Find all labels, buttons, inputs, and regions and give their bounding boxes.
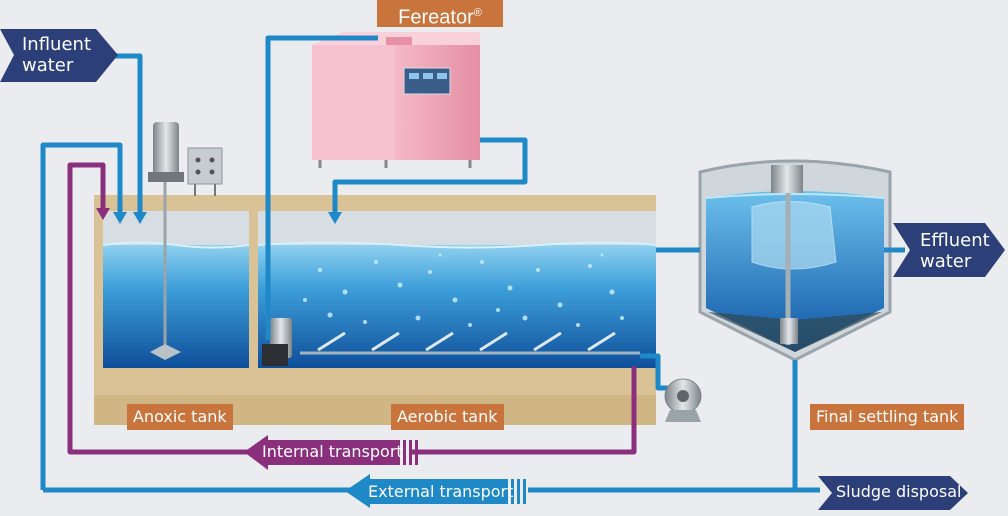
settling-tank-label: Final settling tank <box>810 404 965 430</box>
external-transport-arrow <box>345 474 526 508</box>
internal-transport-label: Internal transport <box>262 442 403 461</box>
clarifier-scraper-icon <box>751 165 837 345</box>
sludge-disposal-label: Sludge disposal <box>836 482 962 501</box>
brand-name: Fereator <box>398 6 474 29</box>
return-pump-icon <box>664 378 702 422</box>
sludge-chevron <box>818 476 968 510</box>
anoxic-tank-label: Anoxic tank <box>127 404 233 430</box>
aerator-unit-icon <box>312 32 480 168</box>
influent-label: Influent water <box>22 34 91 76</box>
blue-pipes <box>40 35 905 493</box>
brand-mark: ® <box>473 7 482 19</box>
effluent-chevron <box>893 223 1005 277</box>
effluent-line1: Effluent <box>920 230 990 251</box>
internal-transport-tip <box>96 208 110 220</box>
aerobic-tank-label: Aerobic tank <box>391 404 504 430</box>
mixer-icon <box>148 122 184 360</box>
internal-transport-arrow <box>244 435 418 470</box>
influent-line2: water <box>22 55 74 76</box>
aerobic-basin <box>257 211 657 368</box>
aeration-bubbles <box>303 253 624 327</box>
pipe-arrow-tips <box>113 212 342 224</box>
diffusers <box>300 331 640 355</box>
submersible-pump-icon <box>262 318 292 366</box>
external-transport-label: External transport <box>368 482 514 501</box>
effluent-line2: water <box>920 251 972 272</box>
control-box-icon <box>187 147 223 196</box>
influent-chevron <box>0 29 118 82</box>
anoxic-basin <box>102 211 250 368</box>
fereator-brand-label: Fereator® <box>377 0 503 29</box>
effluent-label: Effluent water <box>920 230 990 272</box>
internal-transport-pipe <box>67 162 637 455</box>
influent-line1: Influent <box>22 34 92 55</box>
